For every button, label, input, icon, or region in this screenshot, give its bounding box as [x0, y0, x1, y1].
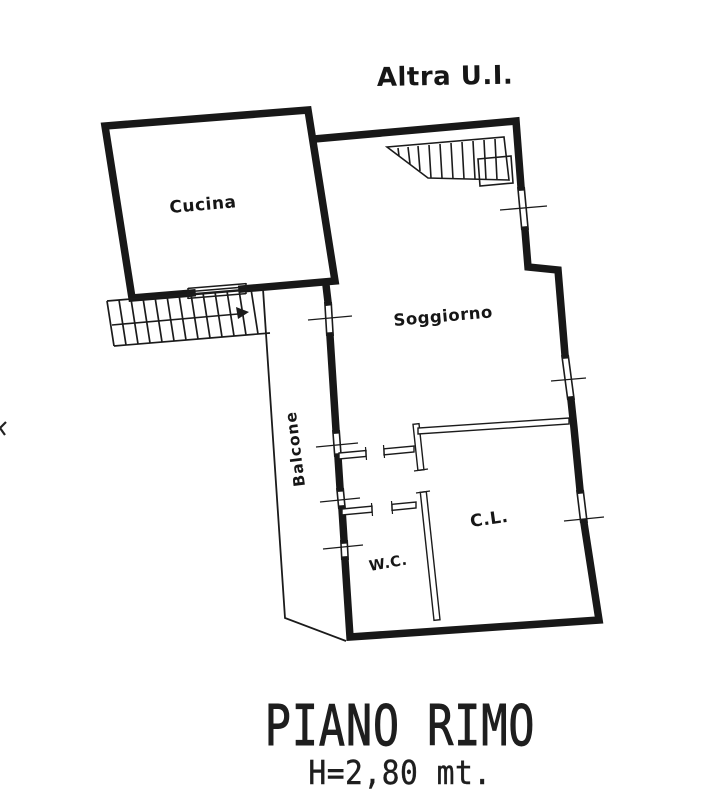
door-tick-marks: [364, 444, 431, 517]
room-label-wc: W.C.: [368, 552, 409, 574]
plan-title: PIANO RIMO: [265, 693, 536, 759]
balcony-outline: [262, 288, 347, 642]
room-label-balcone: Balcone: [282, 410, 309, 488]
cucina-walls: [100, 105, 340, 303]
ceiling-height-subtitle: H=2,80 mt.: [308, 755, 491, 793]
window-openings: [324, 186, 588, 561]
partition-walls: [338, 417, 570, 622]
room-label-cl: C.L.: [469, 507, 510, 532]
window-tick-marks: [307, 205, 605, 550]
room-label-soggiorno: Soggiorno: [393, 302, 494, 330]
room-label-cucina: Cucina: [169, 192, 238, 218]
other-unit-annotation: Altra U.I.: [377, 61, 514, 93]
stairs-direction-arrow: [111, 307, 249, 326]
caption-block: PIANO RIMO H=2,80 mt.: [264, 692, 536, 793]
interior-stairs-hatch: [384, 136, 514, 187]
scan-artifact: [0, 421, 7, 436]
apartment-walls: [309, 116, 604, 641]
cucina-door-threshold: [187, 282, 247, 300]
